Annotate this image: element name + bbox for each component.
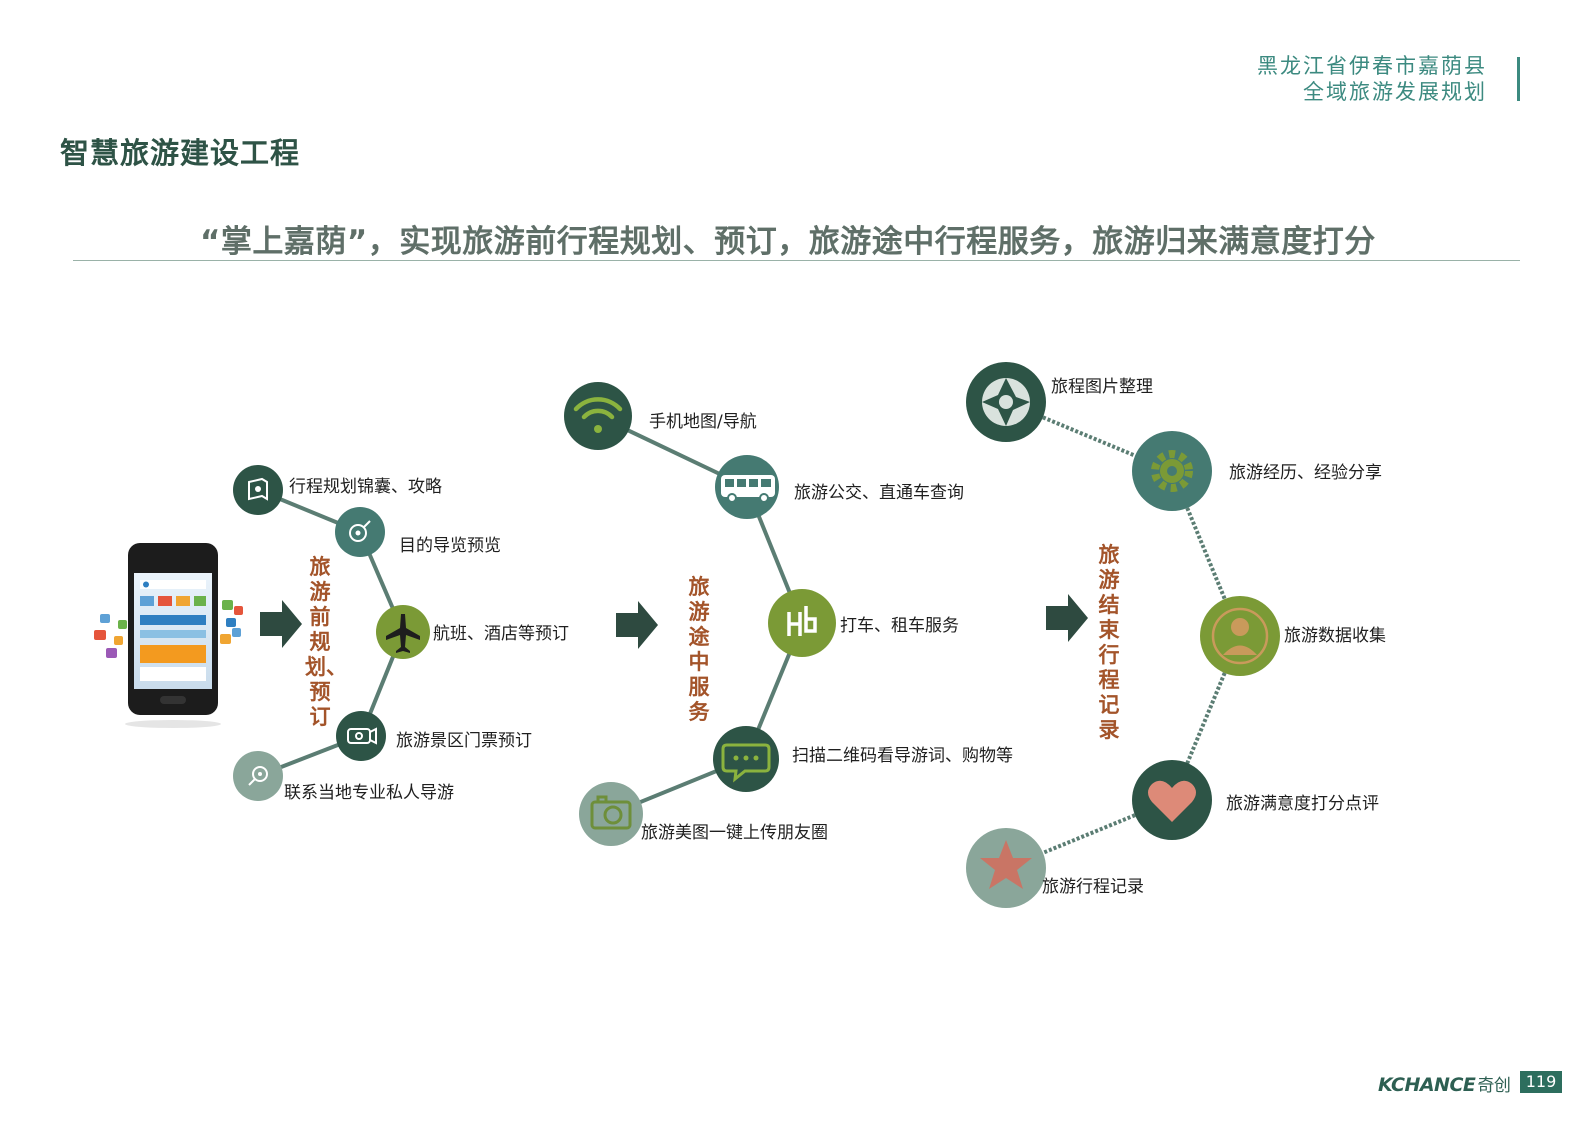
node-label: 旅游景区门票预订	[396, 731, 532, 751]
node-label: 航班、酒店等预订	[433, 624, 569, 644]
node-circle	[233, 751, 283, 801]
node-label: 旅程图片整理	[1051, 377, 1153, 397]
arrow-right-icon	[1046, 594, 1088, 642]
node-experience-share[interactable]	[1132, 431, 1212, 511]
travel-guide-icon	[248, 477, 268, 501]
node-travel-guide[interactable]	[233, 465, 283, 515]
node-label: 目的导览预览	[399, 536, 501, 556]
node-photo-organize[interactable]	[966, 362, 1046, 442]
node-label: 旅游数据收集	[1284, 626, 1386, 646]
brand-name: KCHANCE	[1378, 1074, 1476, 1096]
taxi-icon	[787, 606, 817, 636]
node-flight-hotel[interactable]	[376, 605, 430, 659]
heart-icon	[1148, 780, 1196, 822]
node-private-guide[interactable]	[233, 751, 283, 801]
arrow-right-icon	[616, 601, 658, 649]
phase-label-before: 旅游前规划、预订	[305, 555, 347, 729]
arrow-right-icon	[260, 600, 302, 648]
bus-icon	[721, 475, 775, 503]
node-label: 旅游经历、经验分享	[1229, 463, 1382, 483]
page-number: 119	[1520, 1071, 1562, 1093]
node-map-navigation[interactable]	[564, 382, 632, 450]
phase-label-after: 旅游结束行程记录	[1098, 543, 1120, 742]
node-label: 行程规划锦囊、攻略	[289, 477, 442, 497]
camera-icon	[590, 795, 632, 830]
node-bus-query[interactable]	[715, 455, 779, 519]
gear-icon	[1151, 450, 1193, 492]
node-photo-share[interactable]	[579, 782, 643, 846]
header-title-line2: 全域旅游发展规划	[1303, 80, 1487, 104]
star-icon	[980, 840, 1032, 889]
node-circle	[768, 589, 836, 657]
aperture-icon	[982, 378, 1030, 426]
brand-name-cn: 奇创	[1477, 1076, 1511, 1096]
header-accent-bar	[1517, 57, 1520, 101]
node-label: 扫描二维码看导游词、购物等	[792, 746, 1013, 766]
node-label: 旅游行程记录	[1042, 877, 1144, 897]
node-label: 旅游满意度打分点评	[1226, 794, 1379, 814]
node-ticket[interactable]	[336, 711, 386, 761]
guide-search-icon	[248, 766, 268, 786]
phase-label-during: 旅游途中服务	[688, 575, 710, 724]
node-destination-preview[interactable]	[335, 507, 385, 557]
airplane-icon	[386, 614, 420, 653]
node-data-collection[interactable]	[1200, 596, 1280, 676]
node-satisfaction-rating[interactable]	[1132, 760, 1212, 840]
node-label: 手机地图/导航	[649, 412, 757, 432]
destination-preview-icon	[349, 520, 371, 542]
node-label: 联系当地专业私人导游	[284, 783, 454, 803]
smartphone-icon	[94, 543, 243, 728]
page-title: 智慧旅游建设工程	[60, 136, 301, 170]
header-title-line1: 黑龙江省伊春市嘉荫县	[1257, 54, 1487, 78]
node-taxi[interactable]	[768, 589, 836, 657]
node-trip-record[interactable]	[966, 828, 1046, 908]
node-qr-scan[interactable]	[713, 726, 779, 792]
node-label: 打车、租车服务	[840, 616, 959, 636]
node-circle	[564, 382, 632, 450]
wifi-icon	[573, 397, 623, 433]
ticket-icon	[347, 727, 377, 745]
node-label: 旅游公交、直通车查询	[794, 483, 964, 503]
node-circle	[579, 782, 643, 846]
user-icon	[1211, 607, 1269, 665]
title-divider	[73, 260, 1520, 261]
subtitle: “掌上嘉荫”，实现旅游前行程规划、预订，旅游途中行程服务，旅游归来满意度打分	[200, 224, 1376, 260]
node-label: 旅游美图一键上传朋友圈	[641, 823, 828, 843]
chat-bubble-icon	[721, 743, 771, 783]
